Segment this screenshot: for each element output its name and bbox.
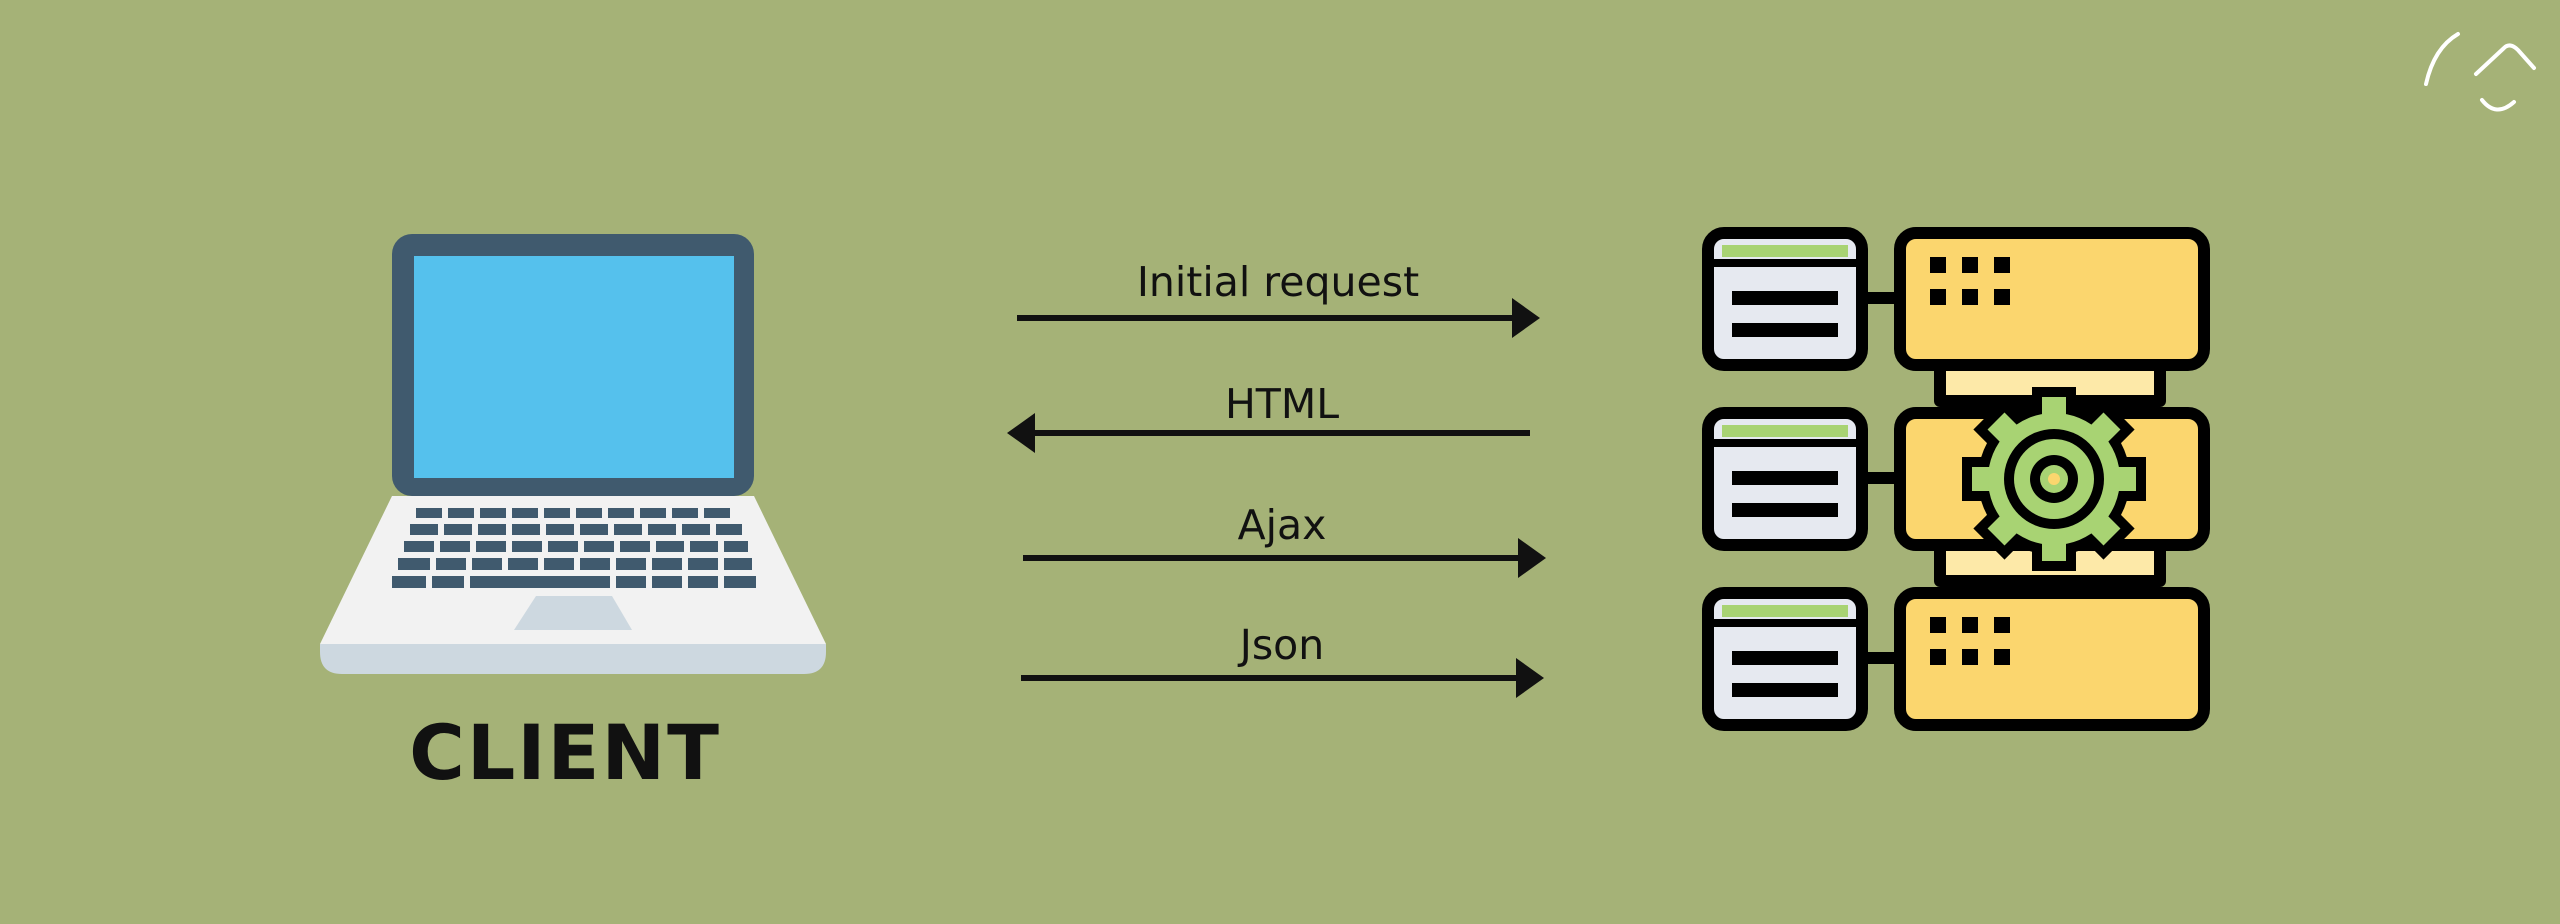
client-label: CLIENT (409, 708, 721, 797)
brand-logo-icon (2424, 32, 2536, 112)
arrow-label-json: Json (1239, 621, 1325, 669)
laptop-icon (320, 234, 826, 674)
arrow-label-html: HTML (1224, 380, 1340, 428)
arrow-label-ajax: Ajax (1237, 501, 1327, 549)
arrow-label-initial-request: Initial request (1136, 258, 1420, 306)
gear-icon (1962, 387, 2146, 571)
server-rack-gear-icon (1702, 227, 2210, 731)
